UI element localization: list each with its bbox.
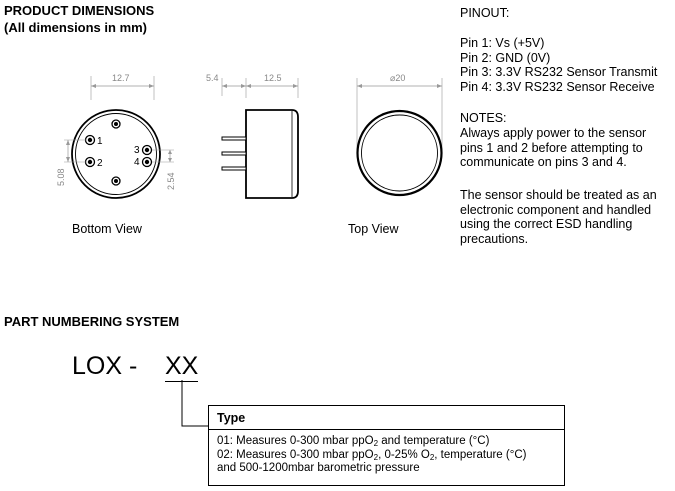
dim-top-diameter: ⌀20 — [390, 73, 405, 83]
pinout-item: Pin 2: GND (0V) — [460, 50, 551, 65]
dim-pin-spacing-left: 5.08 — [56, 168, 66, 186]
bottom-view-drawing: 12.7 1 2 3 4 5.08 — [56, 73, 176, 199]
page-subtitle: (All dimensions in mm) — [4, 20, 148, 35]
type-table: Type 01: Measures 0-300 mbar ppO2 and te… — [208, 405, 565, 486]
pin-label-2: 2 — [97, 158, 103, 169]
notes-line: communicate on pins 3 and 4. — [460, 155, 627, 169]
top-view-label: Top View — [348, 222, 399, 236]
pinout-list: Pin 1: Vs (+5V) Pin 2: GND (0V) Pin 3: 3… — [460, 36, 657, 94]
type-table-header: Type — [209, 406, 564, 430]
dim-side-body-length: 12.5 — [264, 73, 282, 83]
notes-line: Always apply power to the sensor — [460, 126, 647, 140]
side-view-drawing: 5.4 12.5 — [206, 73, 299, 199]
dimension-drawing: 12.7 1 2 3 4 5.08 — [56, 73, 443, 199]
type-option-02: 02: Measures 0-300 mbar ppO2, 0-25% O2, … — [217, 448, 527, 462]
pinout-title: PINOUT: — [460, 6, 510, 20]
esd-note: The sensor should be treated as an elect… — [460, 188, 657, 246]
top-view-drawing: ⌀20 — [356, 73, 443, 197]
pin-label-1: 1 — [97, 136, 103, 147]
dim-pin-spacing-right: 2.54 — [166, 172, 176, 190]
esd-line: precautions. — [460, 231, 529, 246]
bottom-view-label: Bottom View — [72, 222, 142, 236]
pinout-item: Pin 4: 3.3V RS232 Sensor Receive — [460, 79, 655, 94]
pinout-item: Pin 1: Vs (+5V) — [460, 36, 545, 50]
type-option-02-cont: and 500-1200mbar barometric pressure — [217, 462, 420, 474]
notes-title: NOTES: — [460, 111, 507, 125]
type-option-01: 01: Measures 0-300 mbar ppO2 and tempera… — [217, 435, 490, 448]
esd-line: using the correct ESD handling — [460, 217, 633, 231]
dim-bottom-width: 12.7 — [112, 73, 130, 83]
page-title: PRODUCT DIMENSIONS — [4, 3, 155, 18]
pinout-item: Pin 3: 3.3V RS232 Sensor Transmit — [460, 65, 658, 79]
part-number-prefix: LOX - — [72, 352, 145, 380]
esd-line: The sensor should be treated as an — [460, 188, 657, 202]
pin-label-3: 3 — [134, 145, 140, 156]
esd-line: electronic component and handled — [460, 202, 652, 217]
connector-line — [181, 380, 208, 427]
notes-line: pins 1 and 2 before attempting to — [460, 140, 643, 155]
part-number-suffix: XX — [165, 352, 199, 382]
type-table-body: 01: Measures 0-300 mbar ppO2 and tempera… — [209, 430, 564, 476]
notes-text: Always apply power to the sensor pins 1 … — [460, 126, 646, 170]
dim-side-pin-length: 5.4 — [206, 73, 219, 83]
pin-label-4: 4 — [134, 157, 140, 168]
part-numbering-title: PART NUMBERING SYSTEM — [4, 314, 180, 329]
